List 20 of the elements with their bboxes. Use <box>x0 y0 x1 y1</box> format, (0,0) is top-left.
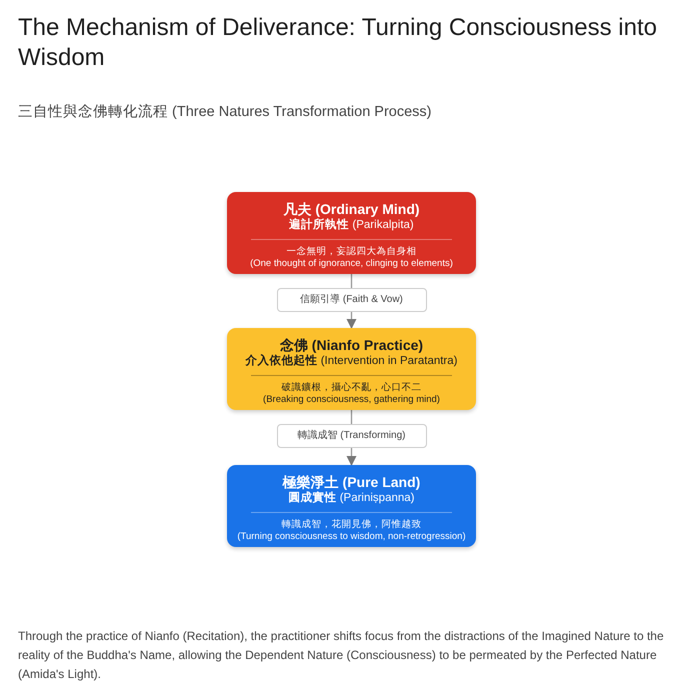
box-description: 轉識成智，花開見佛，阿惟越致 <box>280 519 422 531</box>
box-description: 破識鑛根，攝心不亂，心口不二 <box>280 382 422 394</box>
box-description: (One thought of ignorance, clinging to elements) <box>249 258 454 270</box>
box-description: (Breaking consciousness, gathering mind) <box>262 394 441 406</box>
subtitle: 三自性與念佛轉化流程 (Three Natures Transformation Process) <box>18 102 432 122</box>
box-heading: 極樂淨土 (Pure Land) <box>281 474 422 491</box>
box-subheading: 遍計所執性 (Parikalpita) <box>288 218 415 233</box>
process-box <box>227 465 476 547</box>
box-subheading: 圓成實性 (Pariniṣpanna) <box>288 491 416 506</box>
edge-label: 轉識成智 (Transforming) <box>276 424 426 448</box>
box-heading: 凡夫 (Ordinary Mind) <box>282 201 421 218</box>
process-box <box>227 328 476 410</box>
box-description: 一念無明，妄認四大為自身相 <box>286 246 418 258</box>
process-box <box>227 192 476 274</box>
edge-label: 信願引導 (Faith & Vow) <box>276 288 426 312</box>
caption: Through the practice of Nianfo (Recitation), the practitioner shifts focus from the distractions of the Imagined Nature to the reality of the Buddha's Name, allowing the Dependent Nature (Consciousness) to be permeated by the Perfected Nature (Amida's Light). <box>18 628 665 683</box>
title: The Mechanism of Deliverance: Turning Consciousness into Wisdom <box>18 13 658 73</box>
box-description: (Turning consciousness to wisdom, non-retrogression) <box>236 531 467 543</box>
box-heading: 念佛 (Nianfo Practice) <box>278 337 424 354</box>
box-subheading: 介入依他起性 (Intervention in Paratantra) <box>244 354 458 369</box>
